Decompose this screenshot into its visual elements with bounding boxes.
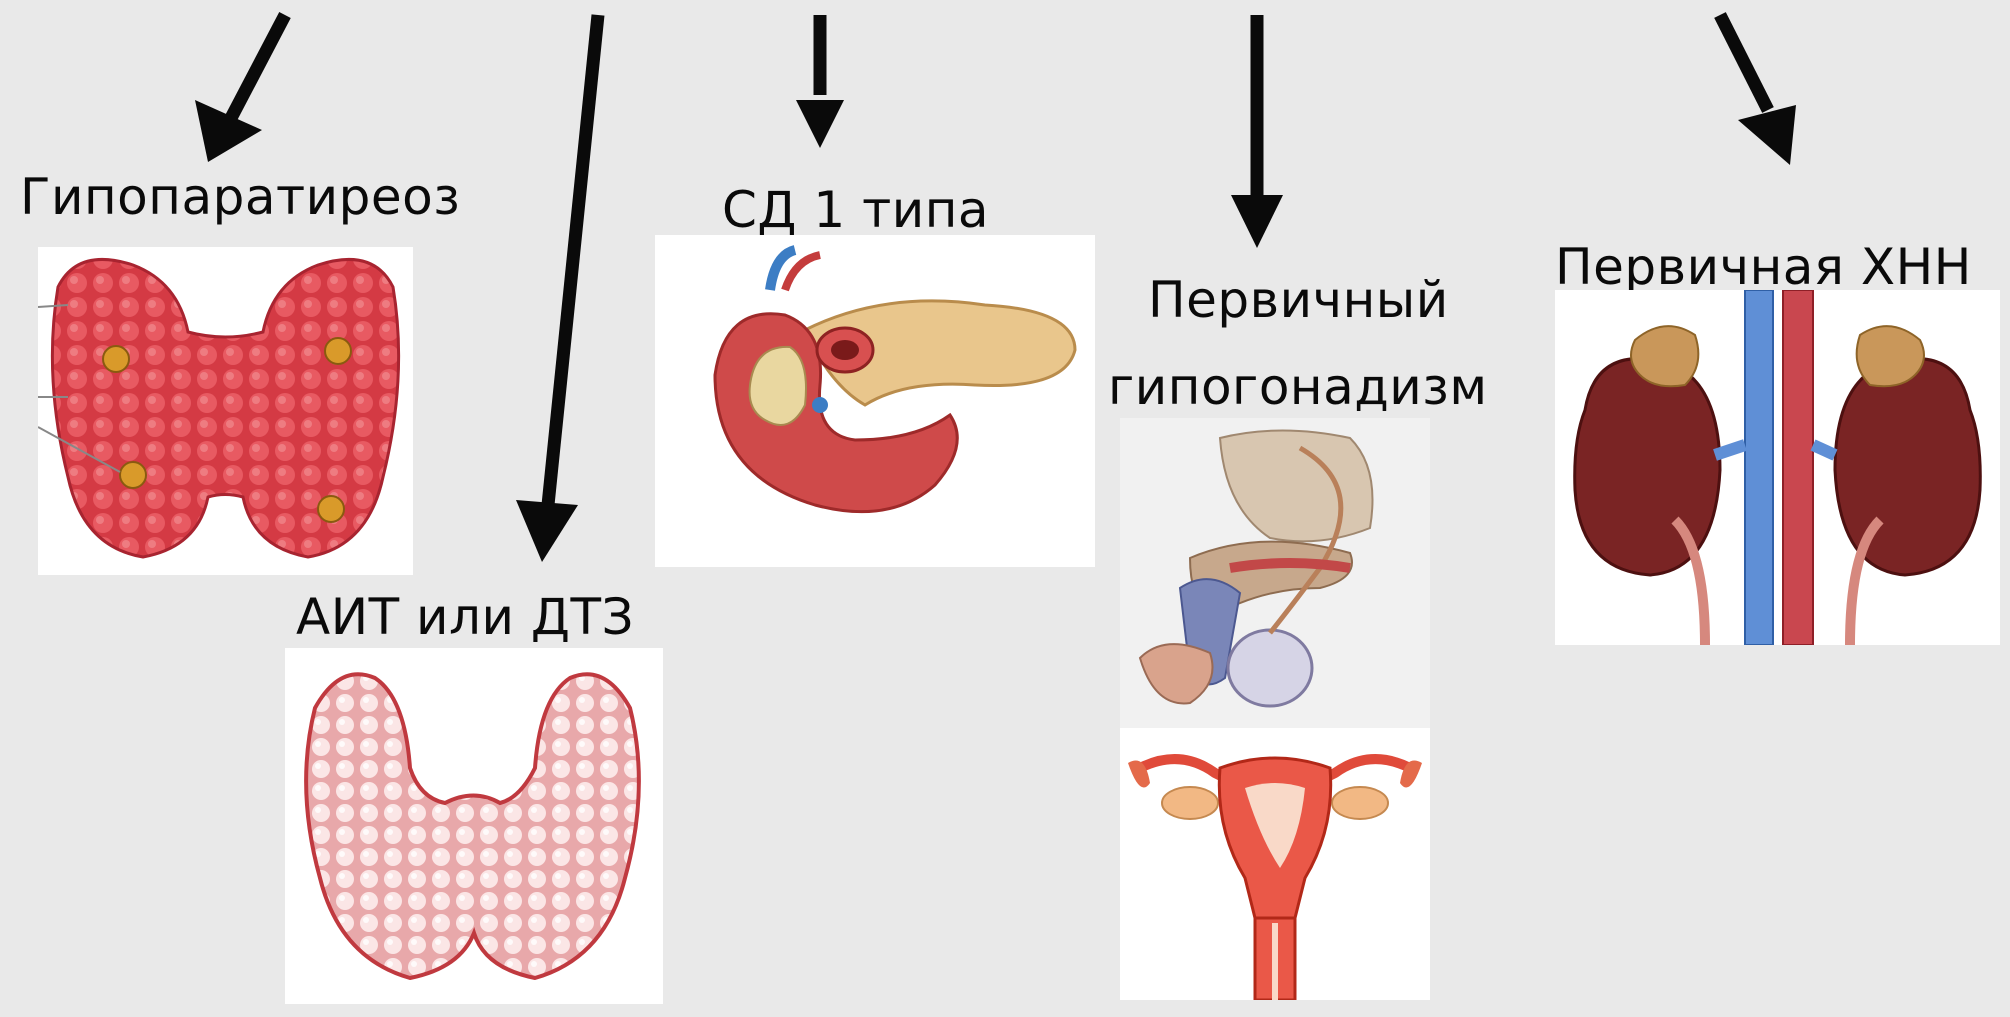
label-primary-adrenal-insufficiency: Первичная ХНН (1555, 242, 1972, 292)
kidneys-adrenals-image (1555, 290, 2000, 645)
label-primary-hypogonadism-line2: гипогонадизм (1108, 362, 1488, 412)
label-hypoparathyroidism: Гипопаратиреоз (20, 172, 460, 222)
thyroid-image (285, 648, 663, 1004)
label-ait-or-dtz: АИТ или ДТЗ (296, 592, 634, 642)
thyroid-illustration (285, 648, 663, 1004)
male-reproductive-illustration (1120, 418, 1430, 730)
male-reproductive-image (1120, 418, 1430, 730)
female-reproductive-illustration (1120, 728, 1430, 1000)
parathyroid-illustration (38, 247, 413, 575)
female-reproductive-image (1120, 728, 1430, 1000)
kidneys-adrenals-illustration (1555, 290, 2000, 645)
label-primary-hypogonadism-line1: Первичный (1148, 275, 1449, 325)
pancreas-illustration (655, 235, 1095, 567)
parathyroid-image (38, 247, 413, 575)
label-diabetes-type1: СД 1 типа (722, 185, 989, 235)
pancreas-image (655, 235, 1095, 567)
